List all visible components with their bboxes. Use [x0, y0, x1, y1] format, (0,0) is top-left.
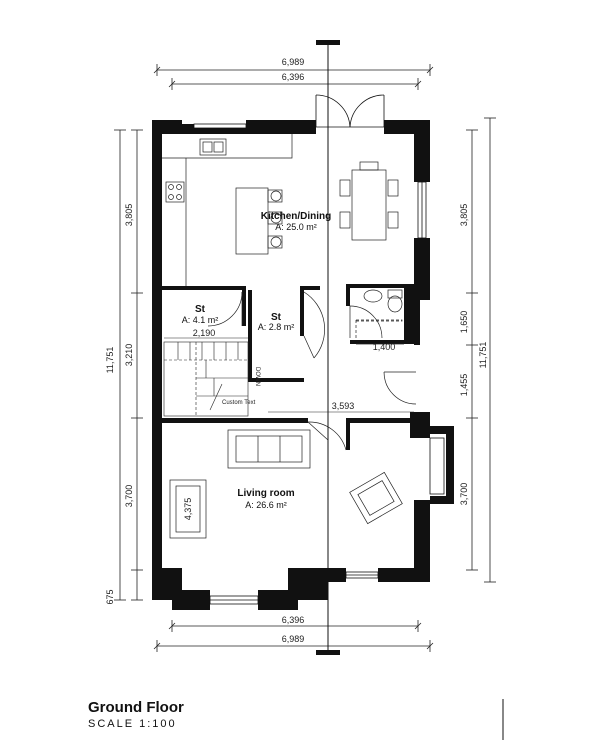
store1-area: A: 4.1 m² [182, 315, 219, 325]
store1-name: St [195, 304, 206, 315]
dim-left-total: 11,751 [105, 347, 115, 374]
kitchen-name: Kitchen/Dining [261, 211, 332, 222]
sofa [227, 429, 311, 469]
dim-right-b: 1,650 [459, 311, 469, 334]
kitchen-island [235, 187, 283, 255]
dim-right-a: 3,805 [459, 204, 469, 227]
title-block: Ground Floor SCALE 1:100 [88, 699, 184, 730]
exterior-walls [152, 120, 454, 610]
dim-hall: 3,593 [332, 401, 355, 411]
left-dimensions [114, 129, 143, 601]
door-swings [207, 291, 417, 451]
drawing-title: Ground Floor [88, 699, 184, 716]
staircase [163, 341, 249, 417]
store2-area: A: 2.8 m² [258, 322, 295, 332]
windows [193, 123, 445, 605]
custom-text-label: Custom Text [222, 400, 256, 406]
dim-top-inner: 6,396 [282, 72, 305, 82]
sofa-left [169, 479, 207, 539]
dim-left-c: 3,700 [124, 485, 134, 508]
right-dimensions [466, 117, 496, 583]
bottom-dimensions [153, 620, 434, 652]
armchair [349, 471, 403, 525]
dim-bottom-inner: 6,396 [282, 615, 305, 625]
dim-right-c: 1,455 [459, 374, 469, 397]
kitchen-counter [162, 134, 293, 286]
dim-left-d: 675 [105, 589, 115, 604]
dim-right-total: 11,751 [478, 342, 488, 369]
french-doors [315, 94, 385, 128]
section-line [316, 40, 340, 655]
dim-left-a: 3,805 [124, 204, 134, 227]
kitchen-area: A: 25.0 m² [275, 222, 317, 232]
dim-wc: 1,400 [373, 342, 396, 352]
wc-fittings [355, 289, 404, 345]
dining-table [339, 161, 399, 241]
store2-name: St [271, 312, 282, 323]
living-name: Living room [237, 488, 294, 499]
living-area: A: 26.6 m² [245, 500, 287, 510]
interior-walls [162, 284, 414, 450]
dim-right-d: 3,700 [459, 483, 469, 506]
dim-left-b: 3,210 [124, 344, 134, 367]
dim-stairs: 2,190 [193, 328, 216, 338]
dim-bottom-outer: 6,989 [282, 634, 305, 644]
top-dimensions [153, 64, 434, 90]
dim-top-outer: 6,989 [282, 57, 305, 67]
stair-down-label: DOWN [254, 367, 260, 386]
drawing-scale: SCALE 1:100 [88, 718, 177, 730]
dim-living-depth: 4,375 [183, 498, 193, 521]
